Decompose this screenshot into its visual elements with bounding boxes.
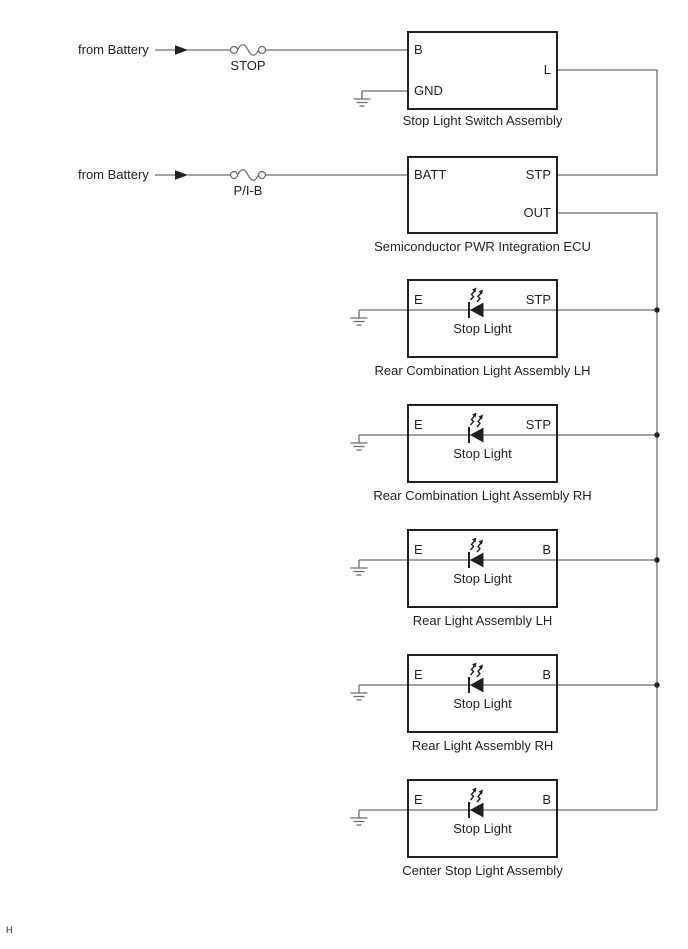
terminal-label-gnd: GND <box>414 83 443 98</box>
inner-label-stop-light: Stop Light <box>453 571 512 586</box>
junction-dot <box>654 432 660 438</box>
component-caption-rear-combination-lh: Rear Combination Light Assembly LH <box>374 363 591 378</box>
inner-label-stop-light: Stop Light <box>453 321 512 336</box>
source-label-battery-2: from Battery <box>78 167 149 182</box>
ground-icon <box>349 434 369 451</box>
stop-light-led-icon <box>468 286 485 319</box>
terminal-label-b: B <box>542 542 551 557</box>
stop-light-led-icon <box>468 411 485 444</box>
component-box-stop-light-switch <box>407 31 558 110</box>
inner-label-stop-light: Stop Light <box>453 696 512 711</box>
arrow-icon <box>175 170 188 180</box>
component-box-rear-light-lh <box>407 529 558 608</box>
terminal-label-out: OUT <box>523 205 551 220</box>
ground-icon <box>352 90 372 107</box>
stop-light-led-icon <box>468 661 485 694</box>
terminal-label-batt: BATT <box>414 167 447 182</box>
fuse-stop-icon <box>229 44 267 56</box>
page-footer-marker: H <box>6 925 13 935</box>
junction-dot <box>654 307 660 313</box>
terminal-label-b: B <box>414 42 423 57</box>
component-caption-rear-combination-rh: Rear Combination Light Assembly RH <box>373 488 592 503</box>
inner-label-stop-light: Stop Light <box>453 446 512 461</box>
fuse-pib-icon <box>229 169 267 181</box>
fuse-label-stop: STOP <box>230 58 266 73</box>
component-caption-rear-light-rh: Rear Light Assembly RH <box>411 738 554 753</box>
ground-icon <box>349 309 369 326</box>
wire-out-bus <box>557 212 658 810</box>
component-box-rear-combination-lh <box>407 279 558 358</box>
component-caption-rear-light-lh: Rear Light Assembly LH <box>412 613 553 628</box>
component-box-pwr-integration-ecu <box>407 156 558 234</box>
source-label-battery-1: from Battery <box>78 42 149 57</box>
terminal-label-stp: STP <box>525 417 551 432</box>
component-box-center-stop-light <box>407 779 558 858</box>
terminal-label-b: B <box>542 792 551 807</box>
terminal-label-e: E <box>414 292 423 307</box>
stop-light-led-icon <box>468 536 485 569</box>
component-caption-pwr-integration-ecu: Semiconductor PWR Integration ECU <box>374 239 591 254</box>
inner-label-stop-light: Stop Light <box>453 821 512 836</box>
terminal-label-stp: STP <box>525 292 551 307</box>
junction-dot <box>654 682 660 688</box>
ground-icon <box>349 559 369 576</box>
wire-l-to-stp <box>557 69 658 176</box>
terminal-label-e: E <box>414 542 423 557</box>
component-caption-stop-light-switch: Stop Light Switch Assembly <box>402 113 563 128</box>
terminal-label-l: L <box>543 62 551 77</box>
terminal-label-e: E <box>414 417 423 432</box>
component-box-rear-light-rh <box>407 654 558 733</box>
component-box-rear-combination-rh <box>407 404 558 483</box>
terminal-label-e: E <box>414 667 423 682</box>
junction-dot <box>654 557 660 563</box>
ground-icon <box>349 809 369 826</box>
arrow-icon <box>175 45 188 55</box>
fuse-label-pib: P/I-B <box>233 183 263 198</box>
terminal-label-b: B <box>542 667 551 682</box>
stop-light-led-icon <box>468 786 485 819</box>
ground-icon <box>349 684 369 701</box>
component-caption-center-stop-light: Center Stop Light Assembly <box>402 863 563 878</box>
terminal-label-e: E <box>414 792 423 807</box>
terminal-label-stp: STP <box>525 167 551 182</box>
